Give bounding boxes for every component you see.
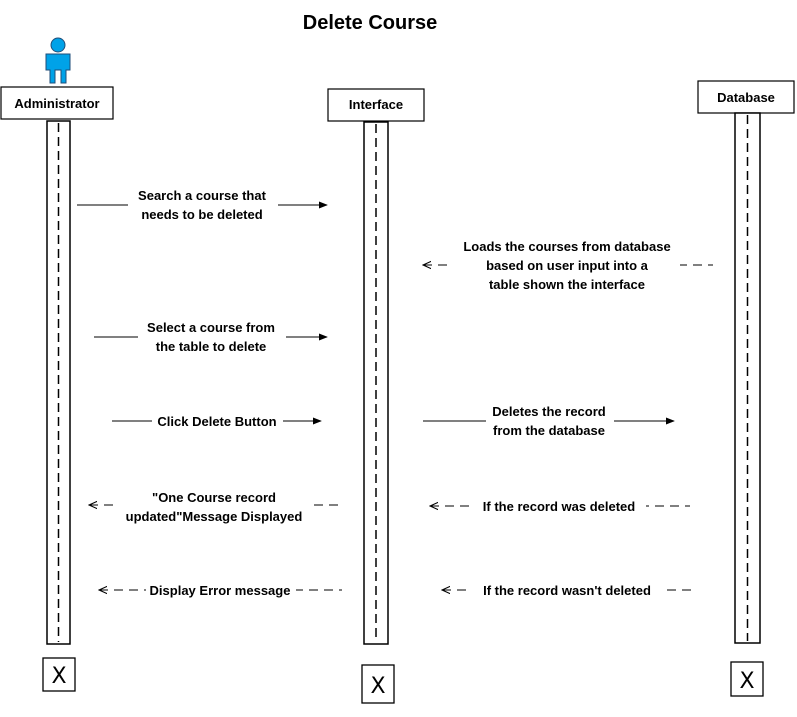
message-search-course: Search a course that needs to be deleted	[77, 186, 328, 224]
message-record-wasnt-deleted: If the record wasn't deleted	[442, 581, 694, 599]
message-record-updated: "One Course record updated"Message Displ…	[89, 488, 342, 526]
lifeline-interface: Interface	[327, 88, 425, 645]
message-label: based on user input into a	[486, 258, 649, 273]
database-terminator: X	[730, 661, 764, 697]
database-label: Database	[717, 90, 775, 105]
interface-box	[327, 88, 425, 122]
message-label: Select a course from	[147, 320, 275, 335]
message-select-course: Select a course from the table to delete	[94, 318, 328, 356]
administrator-box	[0, 86, 114, 120]
message-label: Click Delete Button	[157, 414, 276, 429]
message-label: If the record wasn't deleted	[483, 583, 651, 598]
message-label: from the database	[493, 423, 605, 438]
message-label: table shown the interface	[489, 277, 645, 292]
lifeline-database: Database	[697, 80, 795, 644]
message-click-delete: Click Delete Button	[112, 412, 322, 430]
message-label: "One Course record	[152, 490, 276, 505]
message-label: the table to delete	[156, 339, 267, 354]
message-label: Search a course that	[138, 188, 267, 203]
stick-figure-actor-icon	[45, 37, 71, 84]
message-label: updated"Message Displayed	[126, 509, 303, 524]
message-label: Deletes the record	[492, 404, 605, 419]
message-label: Loads the courses from database	[463, 239, 670, 254]
message-delete-record: Deletes the record from the database	[423, 402, 675, 440]
lifeline-administrator: Administrator	[0, 86, 114, 645]
message-label: If the record was deleted	[483, 499, 635, 514]
interface-terminator: X	[361, 664, 395, 704]
message-label: Display Error message	[150, 583, 291, 598]
diagram-title: Delete Course	[303, 12, 438, 34]
message-display-error: Display Error message	[99, 581, 342, 599]
administrator-label: Administrator	[14, 96, 99, 111]
terminator-x-interface: X	[370, 674, 385, 699]
message-record-was-deleted: If the record was deleted	[430, 497, 690, 515]
message-label: needs to be deleted	[141, 207, 262, 222]
terminator-x-database: X	[739, 669, 754, 694]
terminator-x-administrator: X	[51, 664, 66, 689]
message-load-courses: Loads the courses from database based on…	[423, 238, 713, 293]
administrator-terminator: X	[42, 657, 76, 692]
interface-label: Interface	[349, 97, 403, 112]
